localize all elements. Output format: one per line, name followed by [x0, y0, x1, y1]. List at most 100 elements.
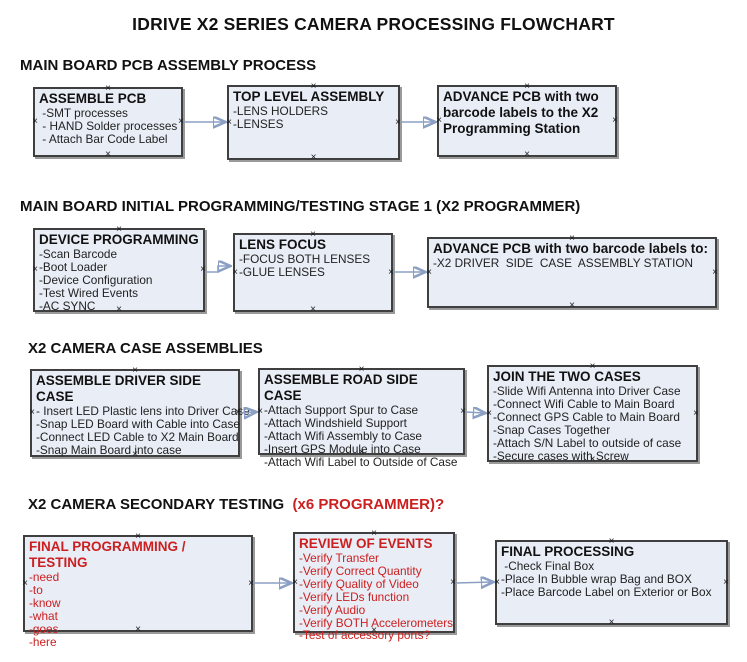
box-assemble-road-side-case: ASSEMBLE ROAD SIDE CASE -Attach Support … — [257, 365, 466, 469]
connection-point-icon: × — [460, 405, 466, 417]
box-title: ADVANCE PCB with two barcode labels to: — [433, 241, 709, 256]
connection-point-icon: × — [388, 266, 394, 278]
connection-point-icon: × — [248, 577, 254, 589]
box-item: -what — [29, 608, 58, 623]
connection-point-icon: × — [105, 149, 111, 160]
box-item-list: -Verify Transfer-Verify Correct Quantity… — [299, 552, 454, 643]
box-item: -Check Final Box — [501, 559, 595, 573]
page-title: IDRIVE X2 SERIES CAMERA PROCESSING FLOWC… — [132, 14, 615, 34]
box-title: LENS FOCUS — [239, 237, 327, 252]
box-item: -AC SYNC — [39, 298, 96, 313]
box-item: -LENS HOLDERS — [233, 104, 329, 118]
box-item: -Verify Correct Quantity — [299, 563, 422, 578]
section-heading-text: X2 CAMERA CASE ASSEMBLIES — [28, 340, 263, 357]
box-item: -know — [29, 595, 61, 610]
box-item: -Connect LED Cable to X2 Main Board — [36, 429, 239, 444]
box-title: FINAL PROGRAMMING / TESTING — [29, 539, 186, 570]
connection-point-icon: × — [29, 407, 35, 418]
connection-point-icon: × — [292, 576, 298, 588]
box-title: DEVICE PROGRAMMING — [39, 232, 199, 247]
box-item-list: - Insert LED Plastic lens into Driver Ca… — [36, 404, 250, 457]
box-item-list: -LENS HOLDERS-LENSES — [233, 105, 394, 131]
box-title: TOP LEVEL ASSEMBLY — [233, 89, 385, 104]
section-heading-case-assemblies: X2 CAMERA CASE ASSEMBLIES — [28, 340, 263, 357]
box-item-list: -Scan Barcode-Boot Loader-Device Configu… — [39, 248, 199, 313]
box-lens-focus: LENS FOCUS -FOCUS BOTH LENSES-GLUE LENSE… — [232, 230, 394, 315]
box-item: -X2 DRIVER SIDE CASE ASSEMBLY STATION — [433, 256, 694, 270]
box-item: -Verify BOTH Accelerometers — [299, 615, 454, 630]
box-item: -Verify Quality of Video — [299, 576, 419, 591]
box-title: ASSEMBLE PCB — [39, 91, 147, 106]
box-item: -Test of accessory ports? — [299, 628, 431, 643]
box-item: -need — [29, 570, 60, 584]
box-item: -goes — [29, 621, 59, 636]
section-heading-text: X2 CAMERA SECONDARY TESTING — [28, 496, 289, 513]
box-item: -Secure cases with Screw — [493, 448, 629, 463]
box-item-list: -FOCUS BOTH LENSES-GLUE LENSES — [239, 253, 387, 279]
box-item: -Snap Cases Together — [493, 422, 611, 437]
box-item: -SMT processes — [39, 106, 128, 120]
connection-point-icon: × — [450, 576, 456, 588]
box-assemble-driver-side-case: ASSEMBLE DRIVER SIDE CASE - Insert LED P… — [29, 366, 250, 460]
section-heading-text: MAIN BOARD PCB ASSEMBLY PROCESS — [20, 57, 317, 74]
box-item-list: -Check Final Box-Place In Bubble wrap Ba… — [501, 560, 722, 599]
box-item: -Boot Loader — [39, 259, 108, 274]
flow-arrow — [206, 266, 229, 272]
box-item: -Test Wired Events — [39, 285, 138, 300]
box-item-list: -need-to-know-what-goes-here — [29, 571, 247, 648]
box-advance-pcb-programming-station: ADVANCE PCB with two barcode labels to t… — [436, 82, 618, 160]
box-item: -Connect Wifi Cable to Main Board — [493, 396, 675, 411]
box-item: - Insert LED Plastic lens into Driver Ca… — [36, 404, 250, 418]
box-join-the-two-cases: JOIN THE TWO CASES -Slide Wifi Antenna i… — [486, 362, 699, 465]
box-item: -Slide Wifi Antenna into Driver Case — [493, 384, 681, 398]
connection-point-icon: × — [257, 405, 263, 417]
box-item-list: -Slide Wifi Antenna into Driver Case-Con… — [493, 385, 692, 462]
flow-arrow — [465, 412, 484, 413]
connection-point-icon: × — [612, 115, 618, 126]
connection-point-icon: × — [226, 116, 232, 128]
box-item-list: -Attach Support Spur to Case-Attach Wind… — [264, 404, 459, 469]
box-item: -Verify LEDs function — [299, 589, 410, 604]
connection-point-icon: × — [32, 116, 38, 127]
box-device-programming: DEVICE PROGRAMMING -Scan Barcode-Boot Lo… — [32, 225, 206, 315]
box-item: -Connect GPS Cable to Main Board — [493, 409, 680, 424]
connection-point-icon: × — [436, 115, 442, 126]
box-item: -Place In Bubble wrap Bag and BOX — [501, 571, 692, 586]
box-item: -here — [29, 634, 57, 649]
connection-point-icon: × — [232, 266, 238, 278]
box-item: -GLUE LENSES — [239, 264, 325, 279]
box-review-of-events: REVIEW OF EVENTS -Verify Transfer-Verify… — [292, 529, 456, 642]
connection-point-icon: × — [426, 266, 432, 278]
connection-point-icon: × — [494, 576, 500, 588]
connection-point-icon: × — [569, 300, 575, 311]
connection-point-icon: × — [32, 264, 38, 275]
connection-point-icon: × — [608, 617, 615, 628]
box-item: -Place Barcode Label on Exterior or Box — [501, 584, 712, 599]
section-heading-secondary-testing: X2 CAMERA SECONDARY TESTING (x6 PROGRAMM… — [28, 496, 444, 513]
box-item-list: -SMT processes - HAND Solder processes -… — [39, 107, 177, 146]
box-item: -Verify Audio — [299, 602, 366, 617]
connection-point-icon: × — [178, 116, 184, 127]
connection-point-icon: × — [200, 264, 206, 275]
box-item: -Attach Wifi Assembly to Case — [264, 428, 422, 443]
box-item-list: -X2 DRIVER SIDE CASE ASSEMBLY STATION — [433, 257, 711, 270]
box-title: FINAL PROCESSING — [501, 544, 635, 559]
connection-point-icon: × — [310, 304, 316, 315]
connection-point-icon: × — [310, 152, 317, 163]
connection-point-icon: × — [693, 407, 699, 419]
box-title: JOIN THE TWO CASES — [493, 369, 641, 384]
connection-point-icon: × — [486, 407, 492, 419]
connection-point-icon: × — [712, 266, 718, 278]
box-title: ASSEMBLE DRIVER SIDE CASE — [36, 373, 202, 404]
flow-arrow — [455, 582, 492, 583]
box-assemble-pcb: ASSEMBLE PCB -SMT processes - HAND Solde… — [32, 84, 184, 160]
box-item: - HAND Solder processes — [39, 118, 178, 133]
connection-point-icon: × — [395, 116, 401, 128]
section-heading-red-suffix: (x6 PROGRAMMER)? — [288, 496, 445, 513]
connection-point-icon: × — [723, 576, 729, 588]
box-item: -Attach Support Spur to Case — [264, 403, 419, 417]
box-item: -Attach S/N Label to outside of case — [493, 435, 682, 450]
box-advance-pcb-driver-side-station: ADVANCE PCB with two barcode labels to: … — [426, 234, 718, 311]
box-title: REVIEW OF EVENTS — [299, 536, 433, 551]
